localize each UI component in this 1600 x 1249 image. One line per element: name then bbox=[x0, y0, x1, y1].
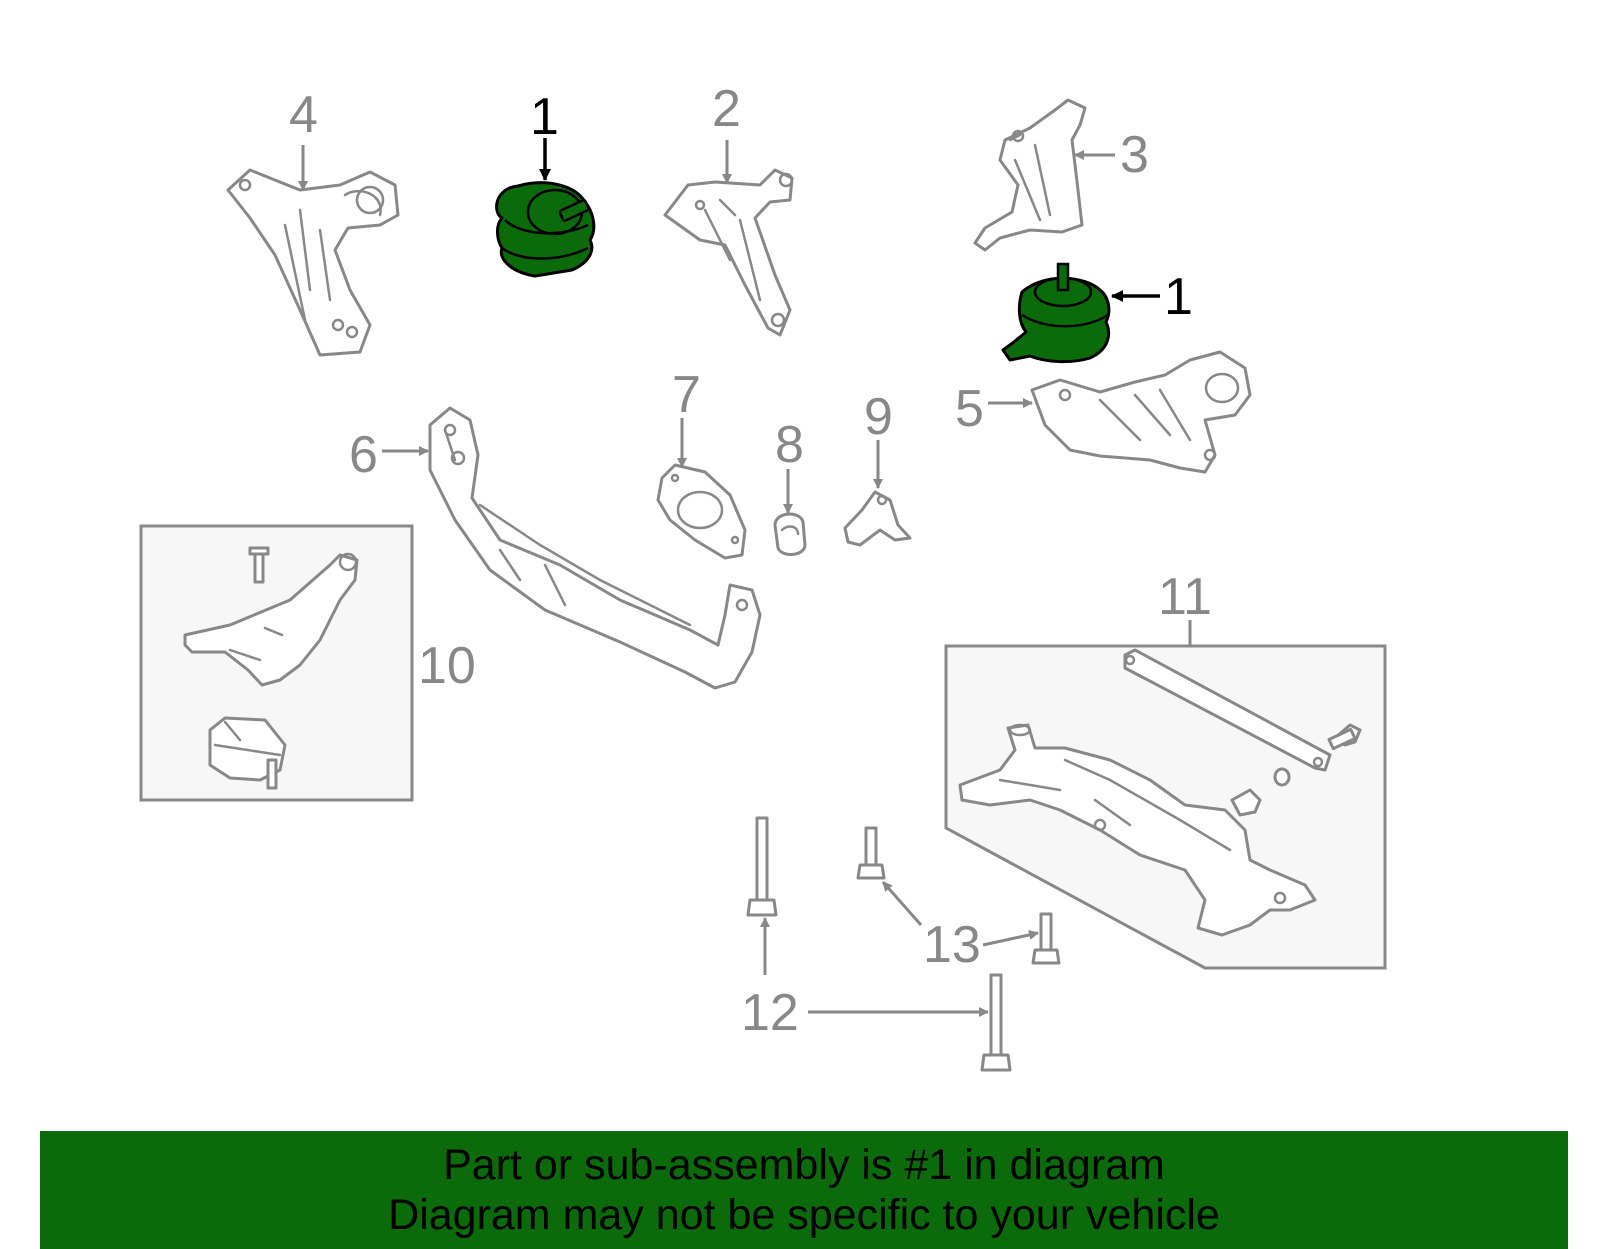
banner-line-2: Diagram may not be specific to your vehi… bbox=[388, 1191, 1220, 1239]
part-1-mount-right[interactable] bbox=[1001, 262, 1111, 364]
part-13-bolt-right[interactable] bbox=[1031, 912, 1061, 965]
callout-13: 13 bbox=[923, 916, 981, 974]
callout-1-right: 1 bbox=[1164, 268, 1193, 326]
part-11-subframe-box[interactable] bbox=[944, 644, 1387, 970]
callout-5: 5 bbox=[955, 380, 984, 438]
part-8-bushing[interactable] bbox=[773, 512, 807, 556]
part-12-bolt-left[interactable] bbox=[746, 816, 778, 917]
part-13-bolt-left[interactable] bbox=[856, 826, 886, 880]
banner-line-1: Part or sub-assembly is #1 in diagram bbox=[443, 1141, 1165, 1189]
part-3-bracket[interactable] bbox=[973, 98, 1087, 252]
part-6-crossmember[interactable] bbox=[428, 406, 762, 690]
part-10-assembly-box[interactable] bbox=[139, 524, 414, 802]
info-banner: Part or sub-assembly is #1 in diagram Di… bbox=[40, 1131, 1568, 1249]
callout-11: 11 bbox=[1158, 568, 1212, 626]
callout-12: 12 bbox=[741, 984, 799, 1042]
part-1-mount-left[interactable] bbox=[495, 181, 596, 278]
part-4-bracket[interactable] bbox=[226, 168, 400, 357]
callout-1-left: 1 bbox=[530, 88, 559, 146]
callout-8: 8 bbox=[775, 416, 804, 474]
part-7-plate[interactable] bbox=[656, 463, 747, 560]
callout-2: 2 bbox=[712, 80, 741, 138]
part-2-bracket[interactable] bbox=[663, 168, 794, 337]
callout-4: 4 bbox=[289, 86, 318, 144]
part-12-bolt-right[interactable] bbox=[980, 973, 1012, 1072]
part-9-stop[interactable] bbox=[843, 490, 912, 547]
callout-3: 3 bbox=[1120, 126, 1149, 184]
part-5-bracket[interactable] bbox=[1030, 350, 1252, 474]
callout-10: 10 bbox=[418, 637, 476, 695]
callout-7: 7 bbox=[672, 366, 701, 424]
callout-6: 6 bbox=[349, 426, 378, 484]
leader-lines bbox=[298, 138, 1192, 1017]
callout-9: 9 bbox=[864, 388, 893, 446]
